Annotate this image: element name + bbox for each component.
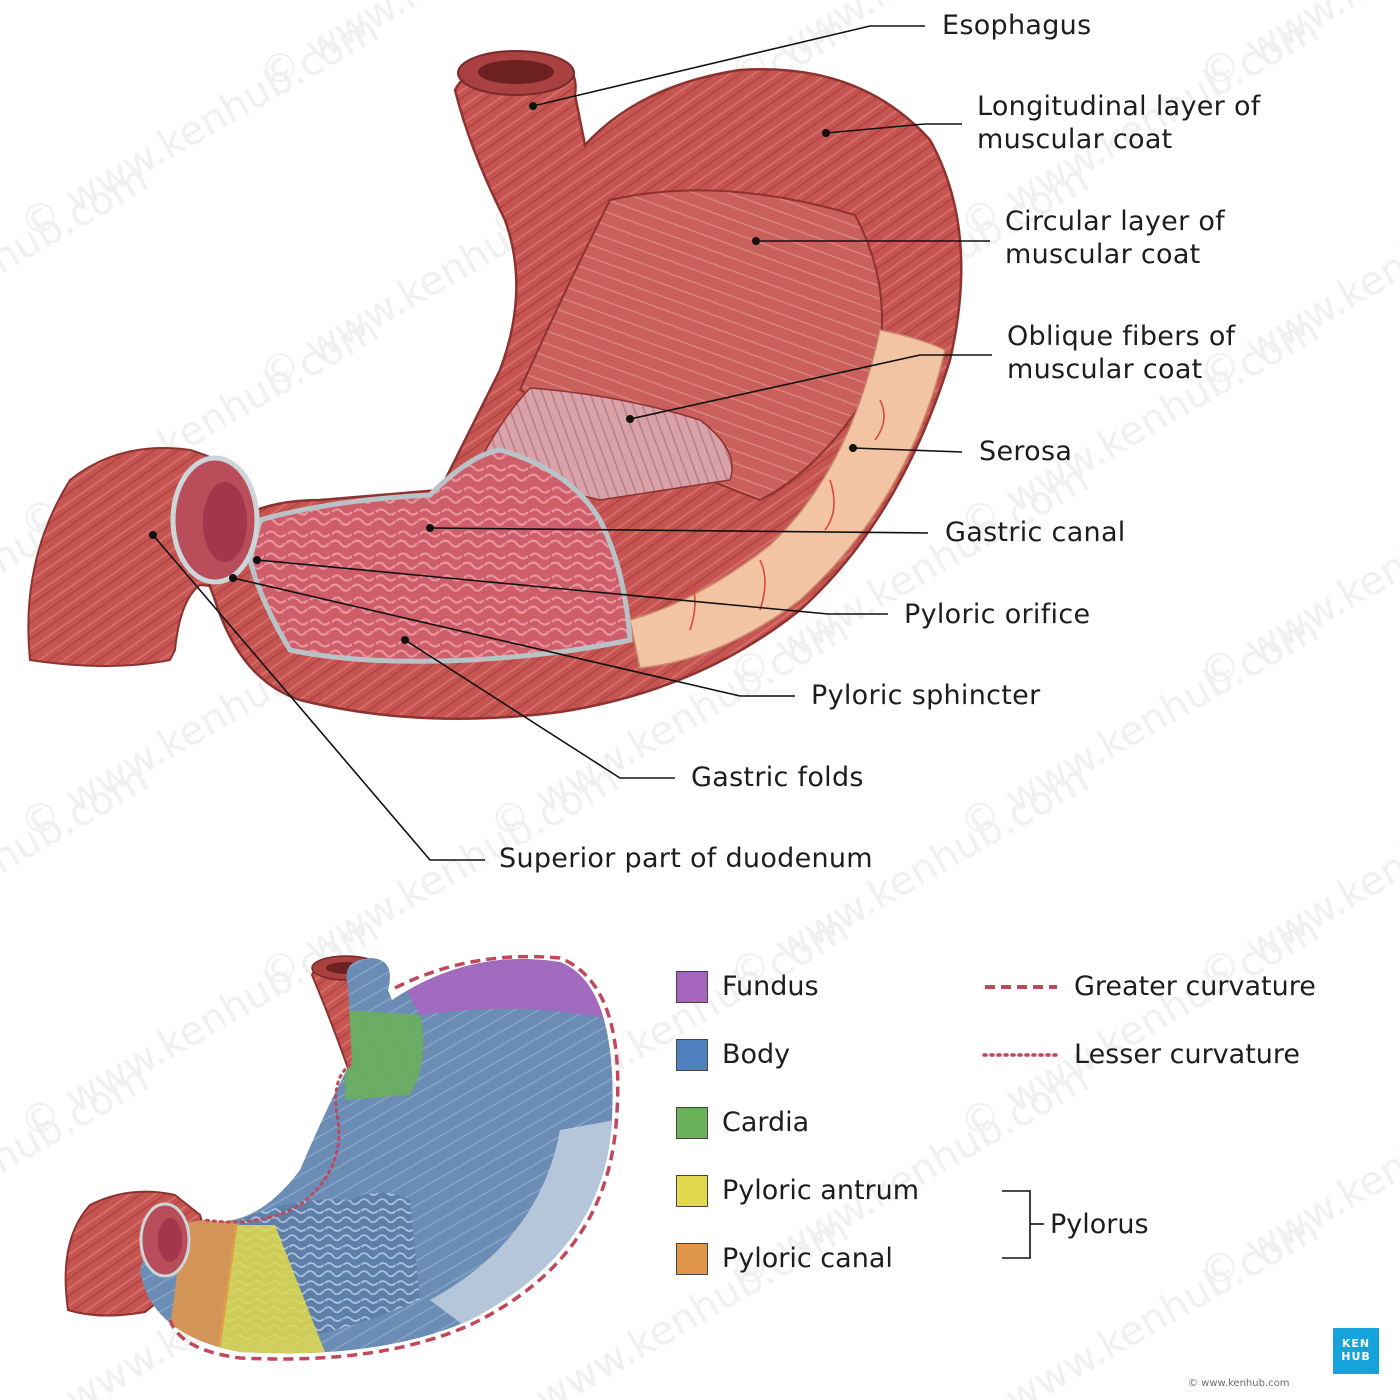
logo-line1: KEN [1341,1337,1371,1350]
regions-stomach-illustration [64,954,620,1361]
label-circular-layer-line1: Circular layer of [1005,206,1225,237]
cardia-region [345,1010,424,1100]
label-circular-layer-line2: muscular coat [1005,239,1201,270]
legend-label-cardia: Cardia [722,1107,810,1138]
leader-dots [149,102,857,644]
copyright-text: © www.kenhub.com [1188,1378,1290,1389]
legend-label-greater-curvature: Greater curvature [1074,971,1316,1002]
greater-curvature-line [168,954,620,1361]
watermark-text: © www.kenhub.com [0,156,156,399]
legend-swatch-cardia [676,1107,708,1139]
label-oblique-fibers-line1: Oblique fibers of [1007,321,1236,352]
label-superior-duodenum: Superior part of duodenum [499,843,873,874]
label-esophagus: Esophagus [942,10,1092,41]
legend-label-pylorus: Pylorus [1050,1209,1149,1240]
serosa-band [629,329,946,669]
logo-line2: HUB [1341,1350,1371,1363]
label-longitudinal-layer-line2: muscular coat [977,124,1173,155]
legend-label-fundus: Fundus [722,971,819,1002]
pyloric-orifice-shape [203,482,247,562]
kenhub-logo: KEN HUB [1333,1328,1379,1374]
leader-lines [152,25,992,861]
pylorus-bracket [1002,1190,1031,1259]
label-oblique-fibers-line2: muscular coat [1007,354,1203,385]
watermark-text: © www.kenhub.com [0,0,156,99]
pyloric-antrum-region [215,1225,330,1354]
legend-label-pyloric-canal: Pyloric canal [722,1243,893,1274]
watermark-text: © www.kenhub.com [0,756,156,999]
legend-swatch-pyloric-antrum [676,1175,708,1207]
legend-label-lesser-curvature: Lesser curvature [1074,1039,1301,1070]
legend-swatch-fundus [676,971,708,1003]
label-longitudinal-layer-line1: Longitudinal layer of [977,91,1261,122]
legend-swatch-body [676,1039,708,1071]
label-pyloric-orifice: Pyloric orifice [904,599,1091,630]
gastric-folds-cutaway [247,447,633,664]
label-gastric-canal: Gastric canal [945,517,1126,548]
label-serosa: Serosa [979,436,1073,467]
label-pyloric-sphincter: Pyloric sphincter [811,680,1041,711]
legend-label-body: Body [722,1039,791,1070]
label-gastric-folds: Gastric folds [691,762,864,793]
legend-label-pyloric-antrum: Pyloric antrum [722,1175,920,1206]
main-stomach-illustration [27,50,963,720]
legend-swatch-pyloric-canal [676,1243,708,1275]
lesser-curvature-line [203,1063,352,1224]
